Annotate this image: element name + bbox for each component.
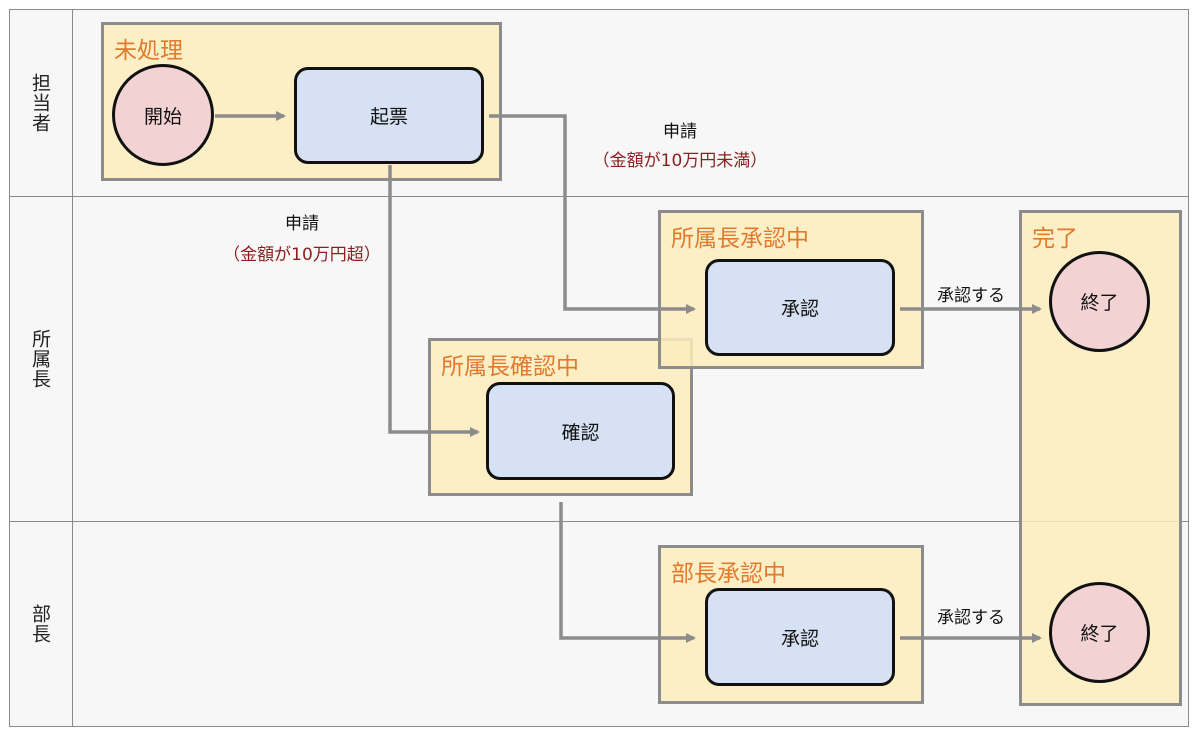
edge-label-approve-1: 承認する — [937, 286, 1005, 306]
start-event[interactable]: 開始 — [112, 64, 214, 166]
state-title: 所属長承認中 — [671, 226, 809, 252]
task-label: 承認 — [780, 298, 819, 320]
end-event-1[interactable]: 終了 — [1049, 251, 1150, 352]
edge-label-apply-under: 申請 — [663, 122, 697, 142]
task-shounin-buchou[interactable]: 承認 — [705, 588, 895, 686]
flow-kihyou-to-shounin — [489, 114, 696, 314]
flow-kakunin-to-bu-shounin — [559, 502, 696, 643]
task-kakunin[interactable]: 確認 — [486, 382, 675, 480]
edge-label-apply-over: 申請 — [285, 214, 319, 234]
lane-label-text: 所属長 — [29, 329, 51, 389]
task-shounin-shozokuchou[interactable]: 承認 — [705, 259, 895, 356]
edge-condition-apply-over: （金額が10万円超） — [223, 245, 381, 265]
state-title: 部長承認中 — [671, 561, 786, 587]
end-event-2[interactable]: 終了 — [1049, 582, 1150, 683]
lane-label-text: 担当者 — [29, 73, 51, 133]
end-event-label: 終了 — [1080, 623, 1119, 645]
edge-label-approve-2: 承認する — [937, 608, 1005, 628]
lane-label-tantousha: 担当者 — [9, 9, 72, 197]
task-label: 起票 — [369, 106, 408, 128]
state-title: 完了 — [1032, 226, 1078, 252]
lane-buchou — [9, 521, 1189, 727]
lane-label-divider — [72, 9, 73, 727]
state-title: 未処理 — [114, 38, 183, 64]
end-event-label: 終了 — [1080, 292, 1119, 314]
edge-condition-apply-under: （金額が10万円未満） — [592, 151, 768, 171]
lane-label-shozokuchou: 所属長 — [9, 196, 72, 522]
lane-label-buchou: 部長 — [9, 521, 72, 727]
flow-kihyou-to-kakunin — [388, 165, 480, 437]
lane-label-text: 部長 — [29, 604, 51, 644]
start-event-label: 開始 — [143, 105, 182, 128]
task-label: 確認 — [561, 421, 600, 444]
task-kihyou[interactable]: 起票 — [294, 67, 484, 164]
state-title: 所属長確認中 — [441, 354, 579, 380]
task-label: 承認 — [780, 627, 819, 650]
